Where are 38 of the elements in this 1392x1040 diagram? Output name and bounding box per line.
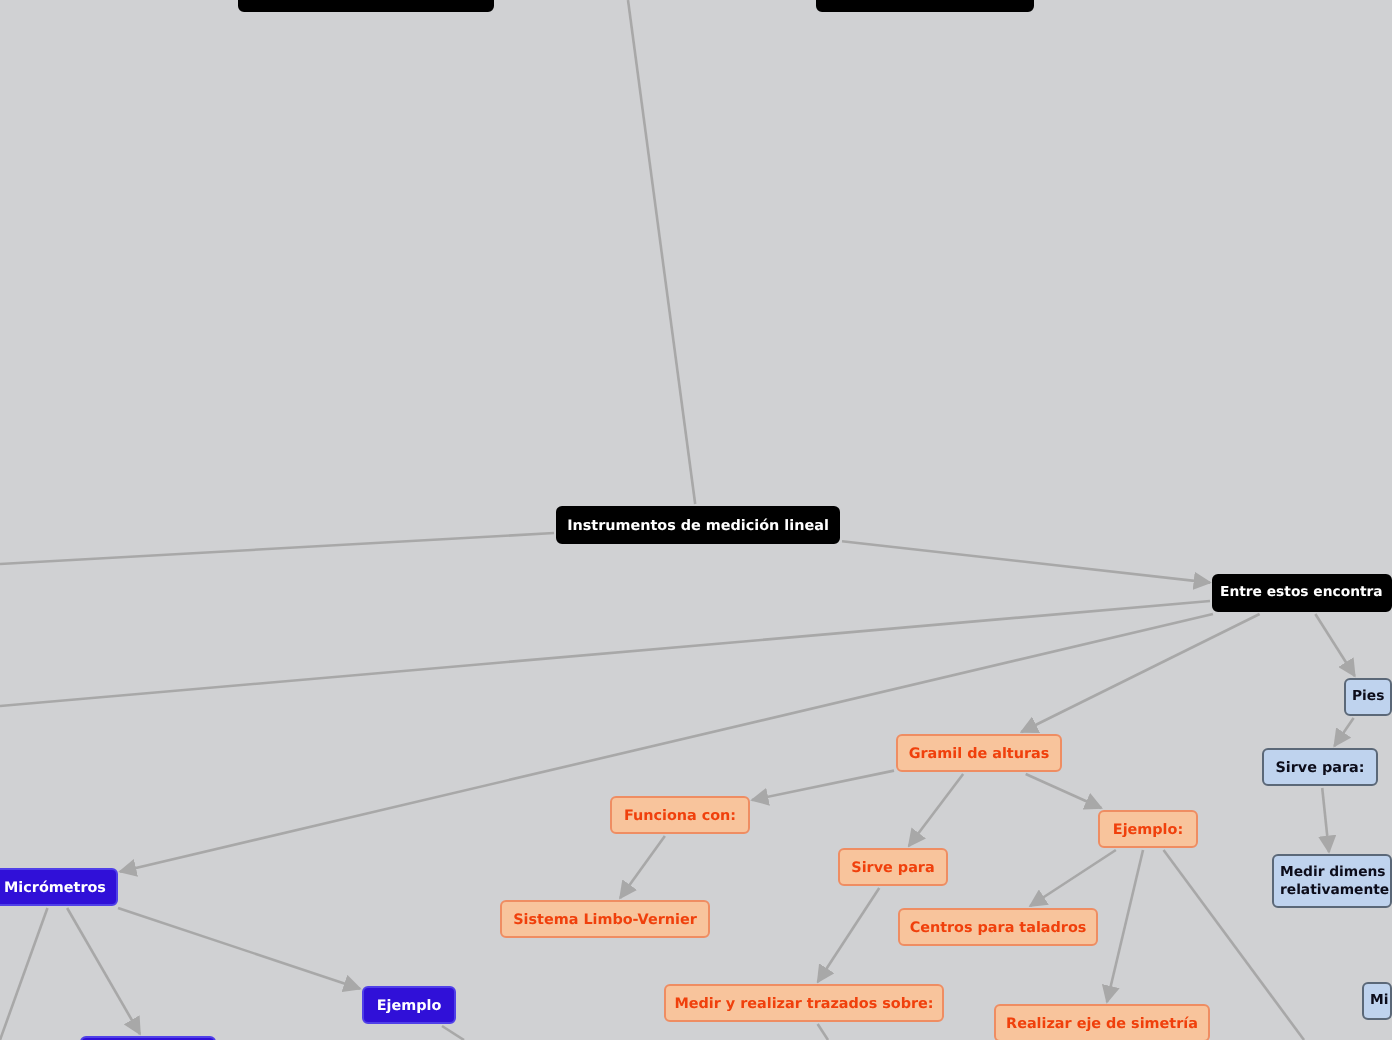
arrow [907, 773, 965, 848]
arrow [1101, 849, 1145, 1004]
arrow [1025, 772, 1103, 810]
topic-box [362, 986, 456, 1024]
topic-box [1344, 678, 1392, 716]
connector-line [0, 599, 1211, 708]
topic-box [896, 734, 1062, 772]
arrow [619, 835, 666, 900]
arrow [1314, 613, 1356, 678]
topic-box [610, 796, 750, 834]
connector-line [626, 0, 697, 505]
arrow [1318, 787, 1337, 854]
connector-line [441, 1024, 465, 1040]
connector-line [1162, 849, 1306, 1040]
connector-line [816, 1023, 830, 1040]
arrow [1333, 717, 1355, 748]
topic-box [898, 908, 1098, 946]
connector-line [0, 907, 49, 1040]
topic-box [1272, 854, 1392, 908]
arrow [750, 769, 895, 806]
arrow [66, 907, 142, 1036]
arrow [841, 539, 1212, 590]
topic-box [1362, 982, 1392, 1020]
arrow [118, 612, 1214, 877]
topic-box [994, 1004, 1210, 1040]
arrow [117, 906, 362, 993]
topic-box [500, 900, 710, 938]
topic-box [1098, 810, 1198, 848]
connector-line [0, 531, 555, 566]
topic-box [0, 868, 118, 906]
arrow [1019, 612, 1261, 734]
topic-box [838, 848, 948, 886]
arrow [816, 887, 881, 984]
topic-box [1212, 574, 1392, 612]
topic-box [1262, 748, 1378, 786]
topic-box [664, 984, 944, 1022]
topic-box [556, 506, 840, 544]
arrow [1028, 848, 1117, 908]
